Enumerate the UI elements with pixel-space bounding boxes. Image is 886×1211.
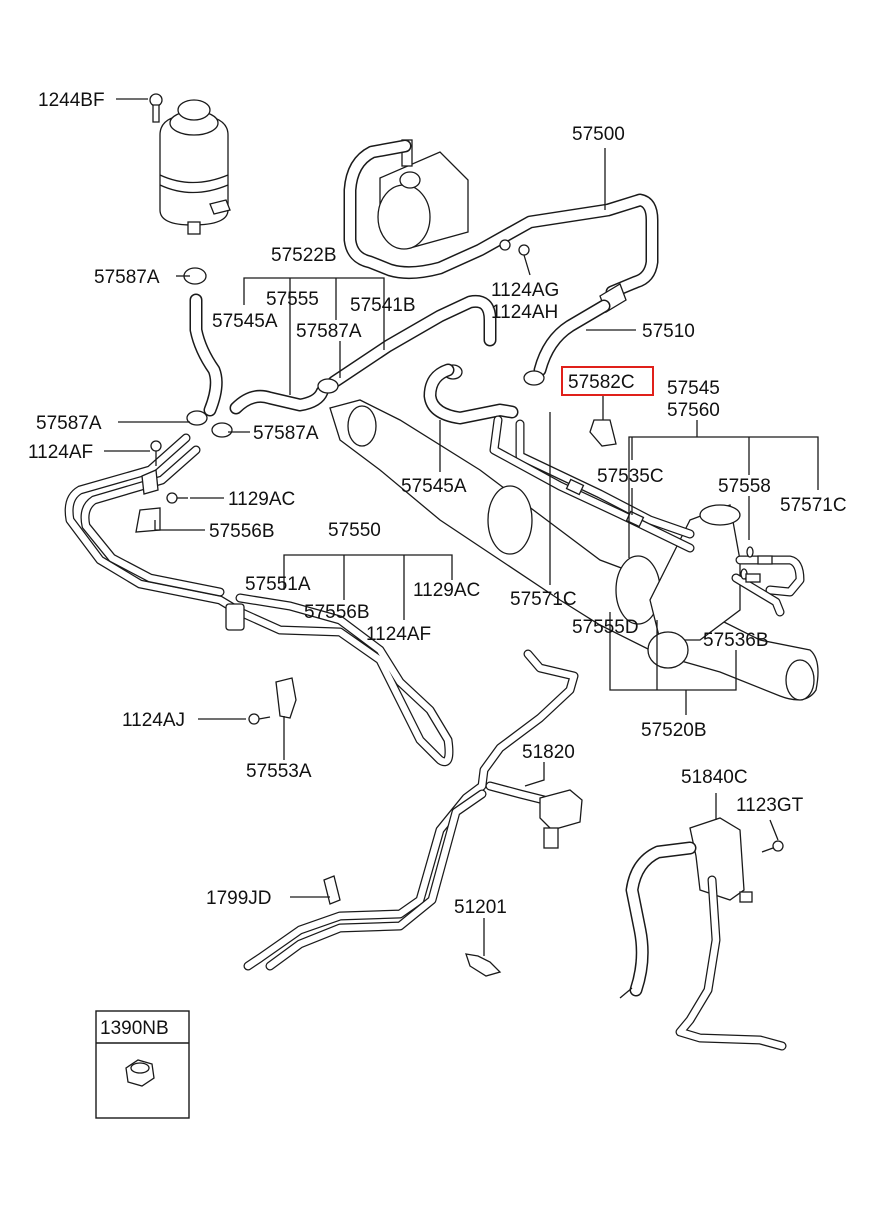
gear-pipe-lines bbox=[489, 415, 805, 617]
highlight-box-57582c bbox=[561, 366, 654, 396]
label-57510[interactable]: 57510 bbox=[642, 321, 695, 342]
label-1124af-left[interactable]: 1124AF bbox=[28, 442, 93, 463]
part-box-1390nb bbox=[95, 1010, 190, 1119]
label-57541b[interactable]: 57541B bbox=[350, 295, 416, 316]
bolt-1124af-icon bbox=[150, 440, 162, 466]
bracket-57556b bbox=[135, 507, 161, 533]
label-57545[interactable]: 57545 bbox=[667, 378, 720, 399]
bolt-1244bf-icon bbox=[149, 93, 163, 123]
label-57536b[interactable]: 57536B bbox=[703, 630, 769, 651]
label-1124af-mid[interactable]: 1124AF bbox=[366, 624, 431, 645]
label-1129ac-mid[interactable]: 1129AC bbox=[413, 580, 480, 601]
bracket-57553a bbox=[275, 677, 297, 719]
label-57545a-upper[interactable]: 57545A bbox=[212, 311, 278, 332]
connector-51201 bbox=[465, 953, 502, 977]
bolt-1124aj-icon bbox=[248, 713, 271, 725]
reservoir-tank bbox=[159, 99, 231, 235]
clip-1799jd bbox=[323, 875, 341, 905]
bolt-1124ag-icon bbox=[499, 239, 531, 276]
lower-pipe-lines bbox=[243, 649, 579, 971]
o-rings-57558 bbox=[740, 546, 773, 583]
part-labels: 1244BF 57500 57522B 57587A 57555 57541B … bbox=[28, 90, 847, 1039]
label-1129ac-top[interactable]: 1129AC bbox=[228, 489, 295, 510]
label-1124ah[interactable]: 1124AH bbox=[491, 302, 558, 323]
label-51201[interactable]: 51201 bbox=[454, 897, 507, 918]
valve-assembly-51840c bbox=[619, 817, 787, 1051]
label-57556b-top[interactable]: 57556B bbox=[209, 521, 275, 542]
label-1123gt[interactable]: 1123GT bbox=[736, 795, 804, 816]
label-1244bf[interactable]: 1244BF bbox=[38, 90, 105, 111]
label-51840c[interactable]: 51840C bbox=[681, 767, 748, 788]
label-57571c-right[interactable]: 57571C bbox=[780, 495, 847, 516]
pressure-line-57510 bbox=[523, 299, 611, 386]
label-57555d[interactable]: 57555D bbox=[572, 617, 639, 638]
label-57582c[interactable]: 57582C bbox=[568, 372, 635, 393]
label-57535c[interactable]: 57535C bbox=[597, 466, 664, 487]
steering-gear-box bbox=[329, 399, 819, 701]
label-57587a-mid[interactable]: 57587A bbox=[296, 321, 362, 342]
leader-lines bbox=[104, 148, 819, 956]
bracket-57582c bbox=[589, 419, 617, 447]
label-51820[interactable]: 51820 bbox=[522, 742, 575, 763]
label-57555[interactable]: 57555 bbox=[266, 289, 319, 310]
label-57551a[interactable]: 57551A bbox=[245, 574, 311, 595]
label-57520b[interactable]: 57520B bbox=[641, 720, 707, 741]
power-steering-pump bbox=[377, 139, 469, 250]
label-57587a-right[interactable]: 57587A bbox=[253, 423, 319, 444]
hose-clamps bbox=[183, 267, 463, 438]
nut-icon bbox=[125, 1059, 155, 1087]
label-57500[interactable]: 57500 bbox=[572, 124, 625, 145]
label-57560[interactable]: 57560 bbox=[667, 400, 720, 421]
cooler-lines-57550 bbox=[64, 433, 454, 767]
label-57545a-lower[interactable]: 57545A bbox=[401, 476, 467, 497]
label-57571c-mid[interactable]: 57571C bbox=[510, 589, 577, 610]
label-57556b-mid[interactable]: 57556B bbox=[304, 602, 370, 623]
label-57550[interactable]: 57550 bbox=[328, 520, 381, 541]
label-57558[interactable]: 57558 bbox=[718, 476, 771, 497]
bolt-1129ac-icon bbox=[166, 492, 188, 504]
sensor-51820 bbox=[539, 789, 583, 849]
label-57553a[interactable]: 57553A bbox=[246, 761, 312, 782]
label-1390nb[interactable]: 1390NB bbox=[100, 1018, 169, 1039]
label-1799jd[interactable]: 1799JD bbox=[206, 888, 272, 909]
label-57522b[interactable]: 57522B bbox=[271, 245, 337, 266]
label-57587a-top[interactable]: 57587A bbox=[94, 267, 160, 288]
label-1124aj[interactable]: 1124AJ bbox=[122, 710, 185, 731]
return-hose-57545a bbox=[423, 363, 519, 425]
bolt-1123gt-icon bbox=[761, 840, 784, 853]
return-hose-left bbox=[189, 293, 497, 417]
label-57587a-left[interactable]: 57587A bbox=[36, 413, 102, 434]
label-1124ag[interactable]: 1124AG bbox=[491, 280, 559, 301]
